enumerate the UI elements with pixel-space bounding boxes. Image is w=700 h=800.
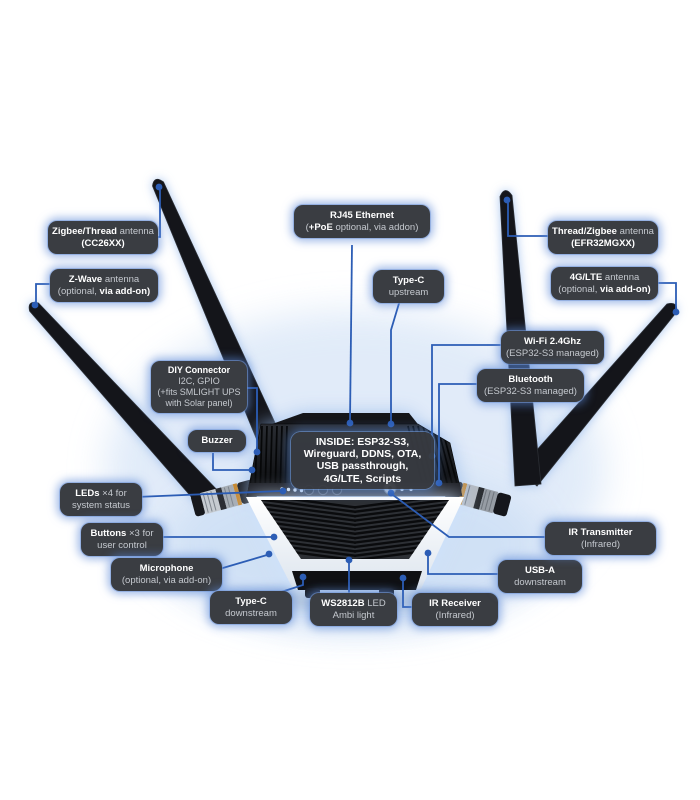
label-wifi: Wi-Fi 2.4Ghz (ESP32-S3 managed) xyxy=(501,331,604,364)
label-buzzer: Buzzer xyxy=(188,430,246,452)
label-line: Wi-Fi 2.4Ghz xyxy=(524,336,581,347)
label-line: Type-C xyxy=(392,275,425,286)
label-line: (CC26XX) xyxy=(81,237,125,249)
label-line: Buzzer xyxy=(201,435,233,446)
base-edge xyxy=(292,571,422,590)
label-diy-connector: DIY Connector I2C, GPIO (+fits SMLIGHT U… xyxy=(151,361,247,413)
label-zigbee-thread-antenna: Zigbee/Thread antenna (CC26XX) xyxy=(48,221,158,254)
label-line: (EFR32MGXX) xyxy=(571,237,635,249)
label-line: Zigbee/Thread antenna xyxy=(52,226,154,237)
antenna-far-left xyxy=(28,301,220,509)
label-type-c-upstream: Type-C upstream xyxy=(373,270,444,303)
label-inside-features: INSIDE: ESP32-S3, Wireguard, DDNS, OTA, … xyxy=(291,432,434,489)
label-line: system status xyxy=(71,499,131,511)
label-line: (Infrared) xyxy=(580,538,621,550)
label-line: user control xyxy=(97,539,147,551)
label-line: Microphone xyxy=(139,563,194,574)
label-line: Ambi light xyxy=(332,609,375,621)
label-line: (+PoE optional, via addon) xyxy=(305,221,419,233)
label-line: Type-C xyxy=(235,596,267,607)
label-line: DIY Connector xyxy=(167,365,231,375)
label-line: LEDs ×4 for xyxy=(75,488,127,499)
label-line: USB-A xyxy=(524,565,556,576)
label-line: (ESP32-S3 managed) xyxy=(506,347,599,359)
label-line: RJ45 Ethernet xyxy=(330,210,394,221)
front-vent-fins xyxy=(261,500,449,559)
label-line: I2C, GPIO xyxy=(178,376,220,386)
label-rj45-ethernet: RJ45 Ethernet (+PoE optional, via addon) xyxy=(294,205,430,238)
label-type-c-downstream: Type-C downstream xyxy=(210,591,292,624)
label-line: with Solar panel) xyxy=(165,398,233,408)
label-line: WS2812B LED xyxy=(321,598,386,609)
callout-lines xyxy=(35,190,677,608)
label-usb-a-downstream: USB-A downstream xyxy=(498,560,582,593)
antenna-mount-left xyxy=(190,479,258,517)
label-line: (optional, via add-on) xyxy=(57,285,151,297)
label-line: (optional, via add-on) xyxy=(121,574,212,586)
label-line: IR Transmitter xyxy=(568,527,633,538)
label-line: IR Receiver xyxy=(429,598,481,609)
label-ir-transmitter: IR Transmitter (Infrared) xyxy=(545,522,656,555)
label-line: Thread/Zigbee antenna xyxy=(552,226,654,237)
label-line: 4G/LTE, Scripts xyxy=(323,472,402,485)
label-line: INSIDE: ESP32-S3, xyxy=(315,436,410,448)
label-line: downstream xyxy=(514,576,566,588)
label-z-wave-antenna: Z-Wave antenna (optional, via add-on) xyxy=(50,269,158,302)
label-line: Z-Wave antenna xyxy=(68,274,140,285)
label-thread-zigbee-antenna: Thread/Zigbee antenna (EFR32MGXX) xyxy=(548,221,658,254)
label-line: (ESP32-S3 managed) xyxy=(484,385,577,397)
label-4g-lte-antenna: 4G/LTE antenna (optional, via add-on) xyxy=(551,267,658,300)
label-line: downstream xyxy=(225,607,277,619)
label-ws2812b-led: WS2812B LED Ambi light xyxy=(310,593,397,626)
label-user-buttons: Buttons ×3 for user control xyxy=(81,523,163,556)
label-line: (+fits SMLIGHT UPS xyxy=(157,387,241,397)
label-line: Buttons ×3 for xyxy=(90,528,154,539)
label-line: (optional, via add-on) xyxy=(558,283,651,295)
antenna-left xyxy=(152,178,284,451)
label-microphone: Microphone (optional, via add-on) xyxy=(111,558,222,591)
label-ir-receiver: IR Receiver (Infrared) xyxy=(412,593,498,626)
label-line: USB passthrough, xyxy=(316,460,409,473)
label-line: Wireguard, DDNS, OTA, xyxy=(303,448,422,461)
label-line: 4G/LTE antenna xyxy=(569,272,640,283)
label-status-leds: LEDs ×4 for system status xyxy=(60,483,142,516)
label-line: upstream xyxy=(388,286,429,298)
label-bluetooth: Bluetooth (ESP32-S3 managed) xyxy=(477,369,584,402)
label-line: Bluetooth xyxy=(508,374,553,385)
label-line: (Infrared) xyxy=(435,609,475,621)
